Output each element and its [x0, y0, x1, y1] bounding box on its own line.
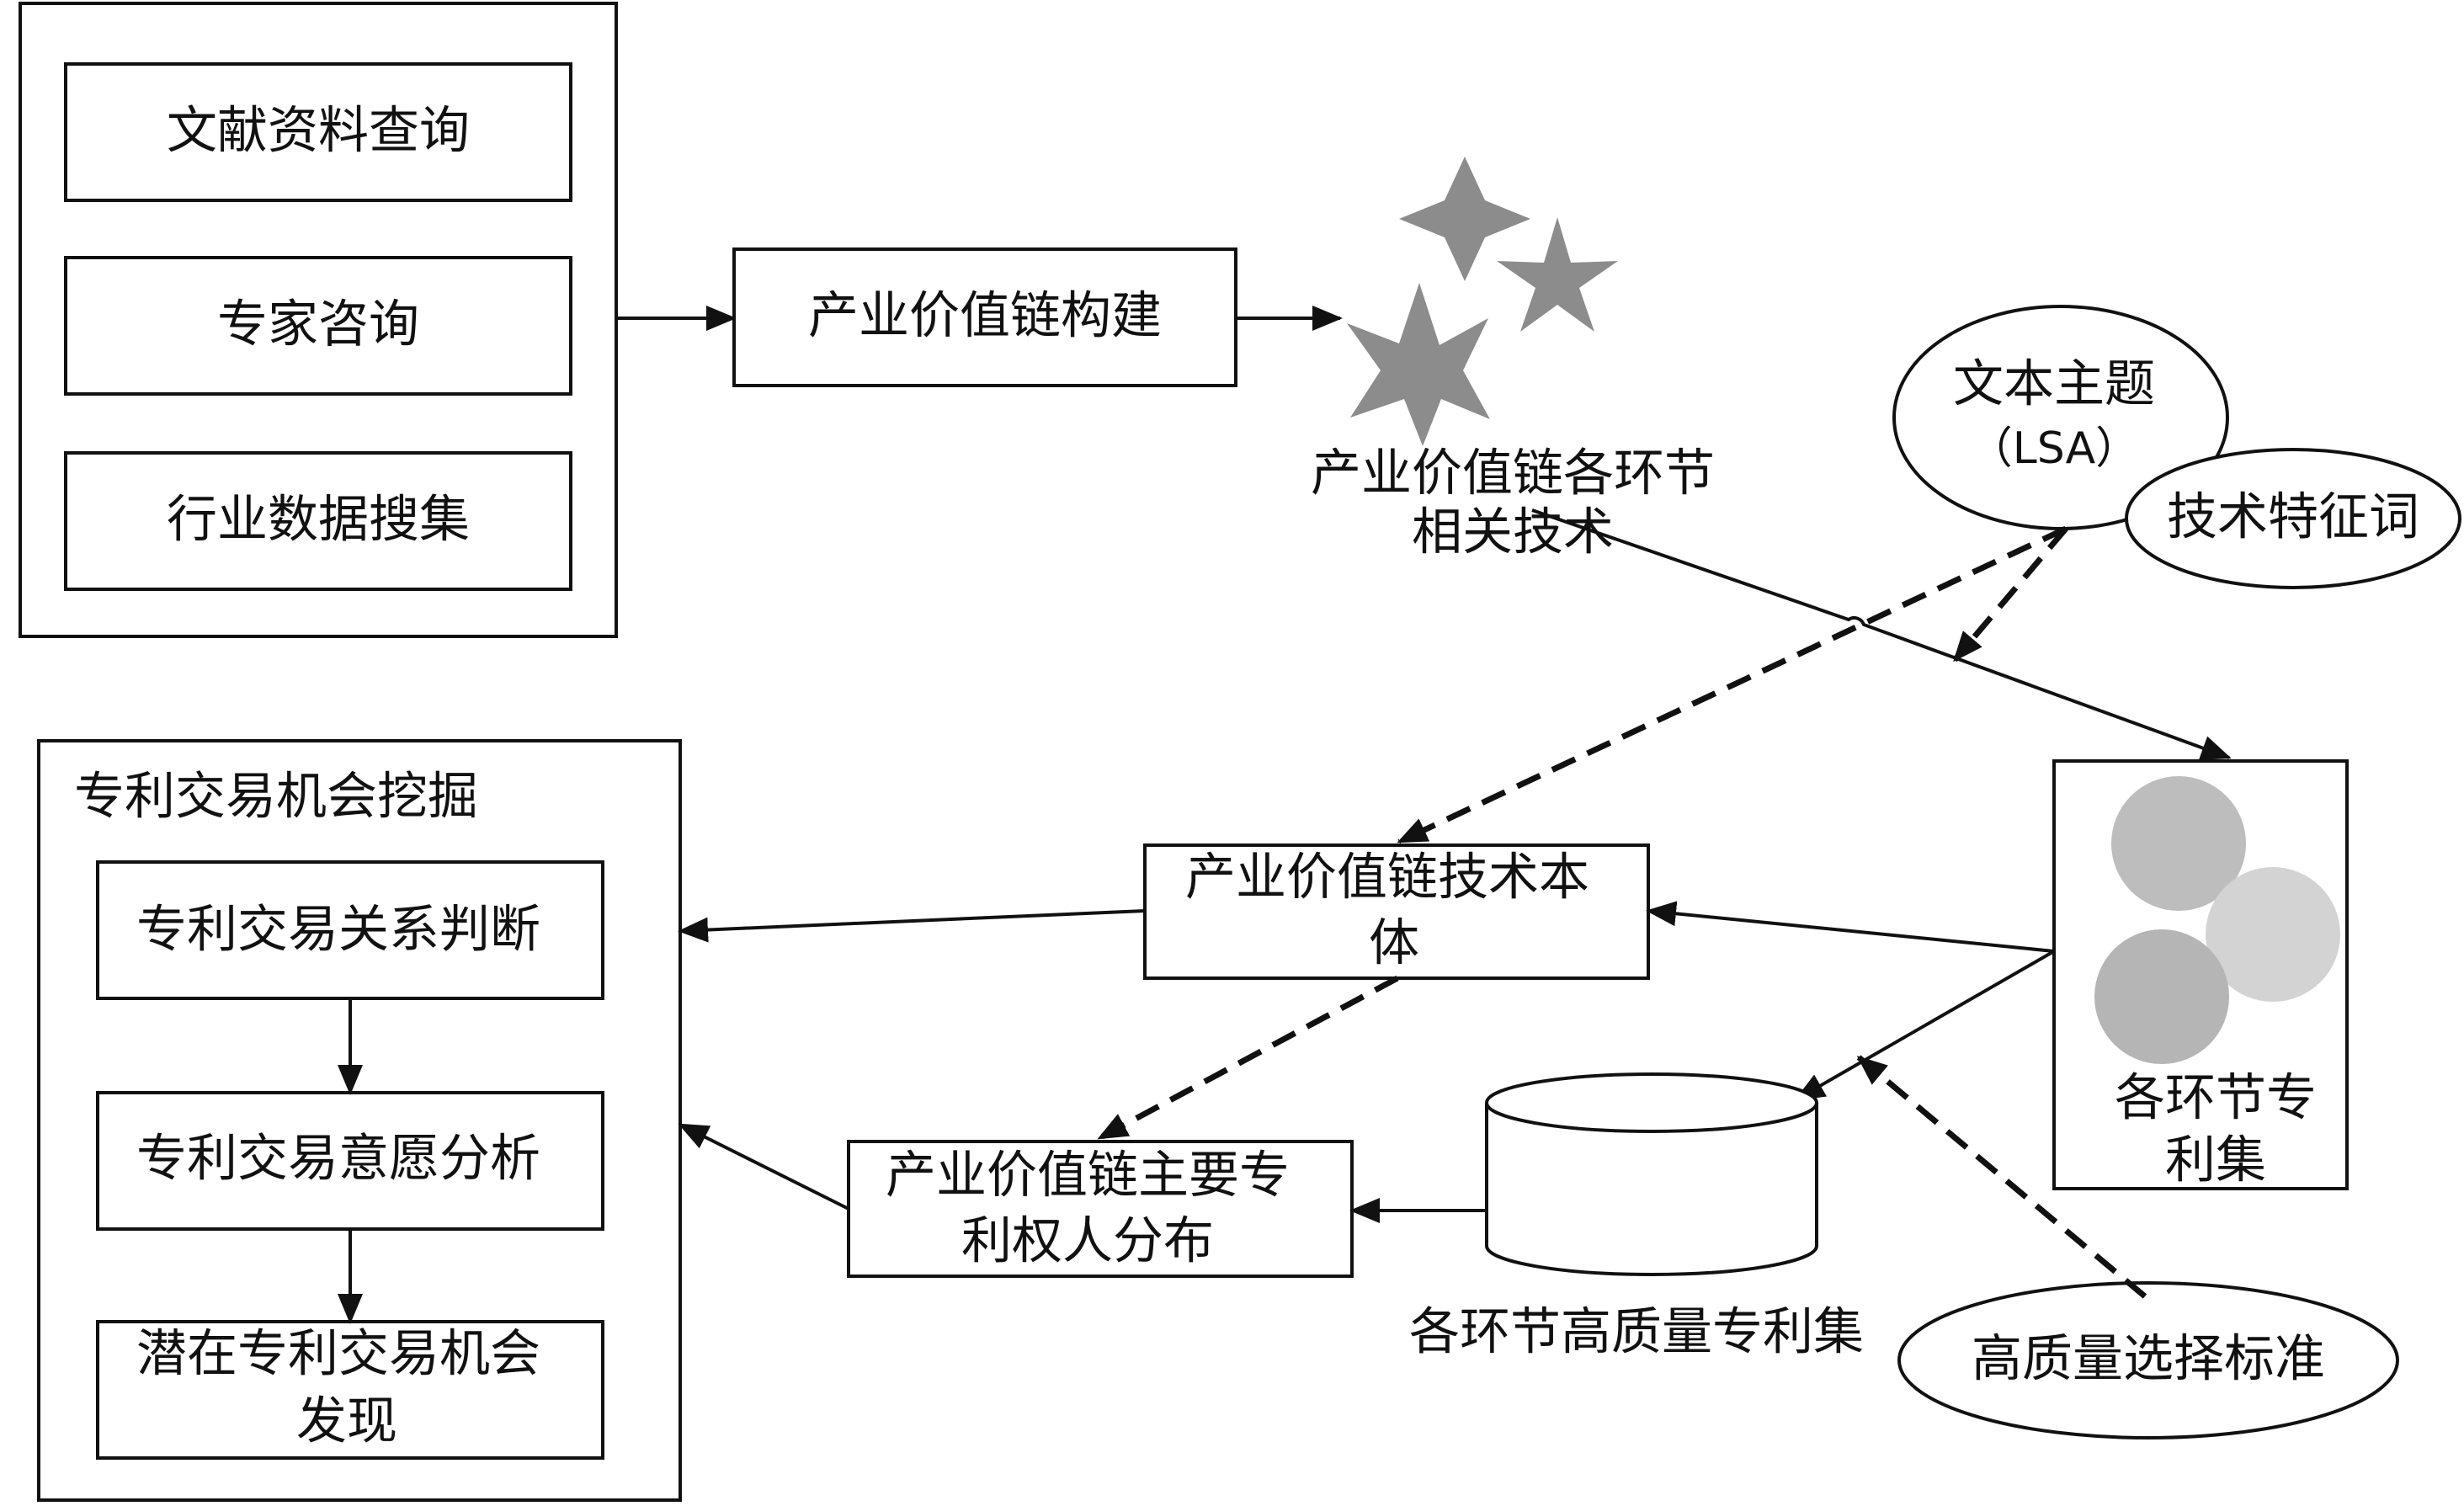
hq-patents-cylinder-top [1485, 1072, 1818, 1133]
segment-patents-label-line2: 利集 [2165, 1131, 2266, 1190]
arrow-ontology-to-mining [678, 909, 1146, 943]
criteria-label: 高质量选择标准 [1972, 1330, 2325, 1389]
source-literature-label: 文献资料查询 [167, 102, 470, 161]
arrow-related-tech-to-segment-patents [1531, 508, 2232, 760]
star-five-point-small-icon [1497, 217, 1618, 332]
related-tech-label-line1: 产业价值链各环节 [1311, 444, 1715, 503]
mining-step3-label-line1: 潜在专利交易机会 [136, 1325, 540, 1384]
dashed-arrow-features-to-mapping [1952, 526, 2068, 663]
mining-step3-box [96, 1320, 604, 1460]
mining-group: 专利交易机会挖掘 专利交易关系判断 专利交易意愿分析 潜在专利交易机会 发现 [37, 739, 682, 1502]
hq-patents-database [1485, 1072, 1818, 1276]
ontology-label-line1: 产业价值链技术本 [1185, 849, 1589, 907]
mining-title: 专利交易机会挖掘 [74, 768, 478, 827]
hq-patents-cylinder-body [1485, 1103, 1818, 1276]
patent-cluster-circle-right [2206, 867, 2340, 1002]
star-five-point-large-icon [1347, 283, 1490, 446]
holders-box [847, 1140, 1354, 1278]
feature-words-label: 技术特征词 [2167, 488, 2419, 547]
dashed-arrow-ontology-to-holders [1097, 975, 1399, 1141]
dashed-arrow-criteria-to-selection [1856, 1055, 2147, 1299]
lsa-topic-label-line2: （LSA） [1969, 423, 2140, 474]
holders-label-line1: 产业价值链主要专 [886, 1147, 1290, 1205]
lsa-topic-label-line1: 文本主题 [1953, 355, 2155, 414]
construction-label: 产业价值链构建 [808, 287, 1162, 346]
mining-step3-label-line2: 发现 [296, 1392, 397, 1451]
mining-step2-box [96, 1091, 604, 1231]
criteria-ellipse [1897, 1281, 2399, 1439]
holders-label-line2: 利权人分布 [961, 1212, 1214, 1271]
arrow-segment-patents-to-ontology [1646, 901, 2055, 953]
arrow-holders-to-mining [678, 1123, 849, 1211]
source-box-literature [64, 62, 572, 202]
ontology-label-line2: 体 [1369, 914, 1419, 973]
star-cluster [1347, 157, 1618, 446]
source-box-industry-data [64, 451, 572, 591]
source-expert-label: 专家咨询 [217, 295, 419, 354]
patent-cluster-circle-bottom [2094, 929, 2229, 1064]
source-industry-data-label: 行业数据搜集 [167, 491, 470, 550]
feature-words-ellipse [2125, 448, 2461, 589]
star-four-point-icon [1399, 157, 1530, 281]
segment-patents-label-line1: 各环节专 [2115, 1069, 2317, 1128]
patent-cluster-circle-top [2111, 776, 2246, 911]
source-box-expert [64, 256, 572, 396]
sources-group: 文献资料查询 专家咨询 行业数据搜集 [19, 2, 618, 638]
mining-step2-label: 专利交易意愿分析 [136, 1130, 540, 1189]
hq-patents-label: 各环节高质量专利集 [1409, 1303, 1864, 1362]
arrow-segment-patents-to-hq-set [1794, 950, 2055, 1101]
mining-step1-box [96, 860, 604, 1000]
related-tech-label-line2: 相关技术 [1412, 503, 1614, 562]
mining-step1-label: 专利交易关系判断 [136, 901, 540, 960]
dashed-arrow-features-to-ontology [1397, 525, 2068, 845]
